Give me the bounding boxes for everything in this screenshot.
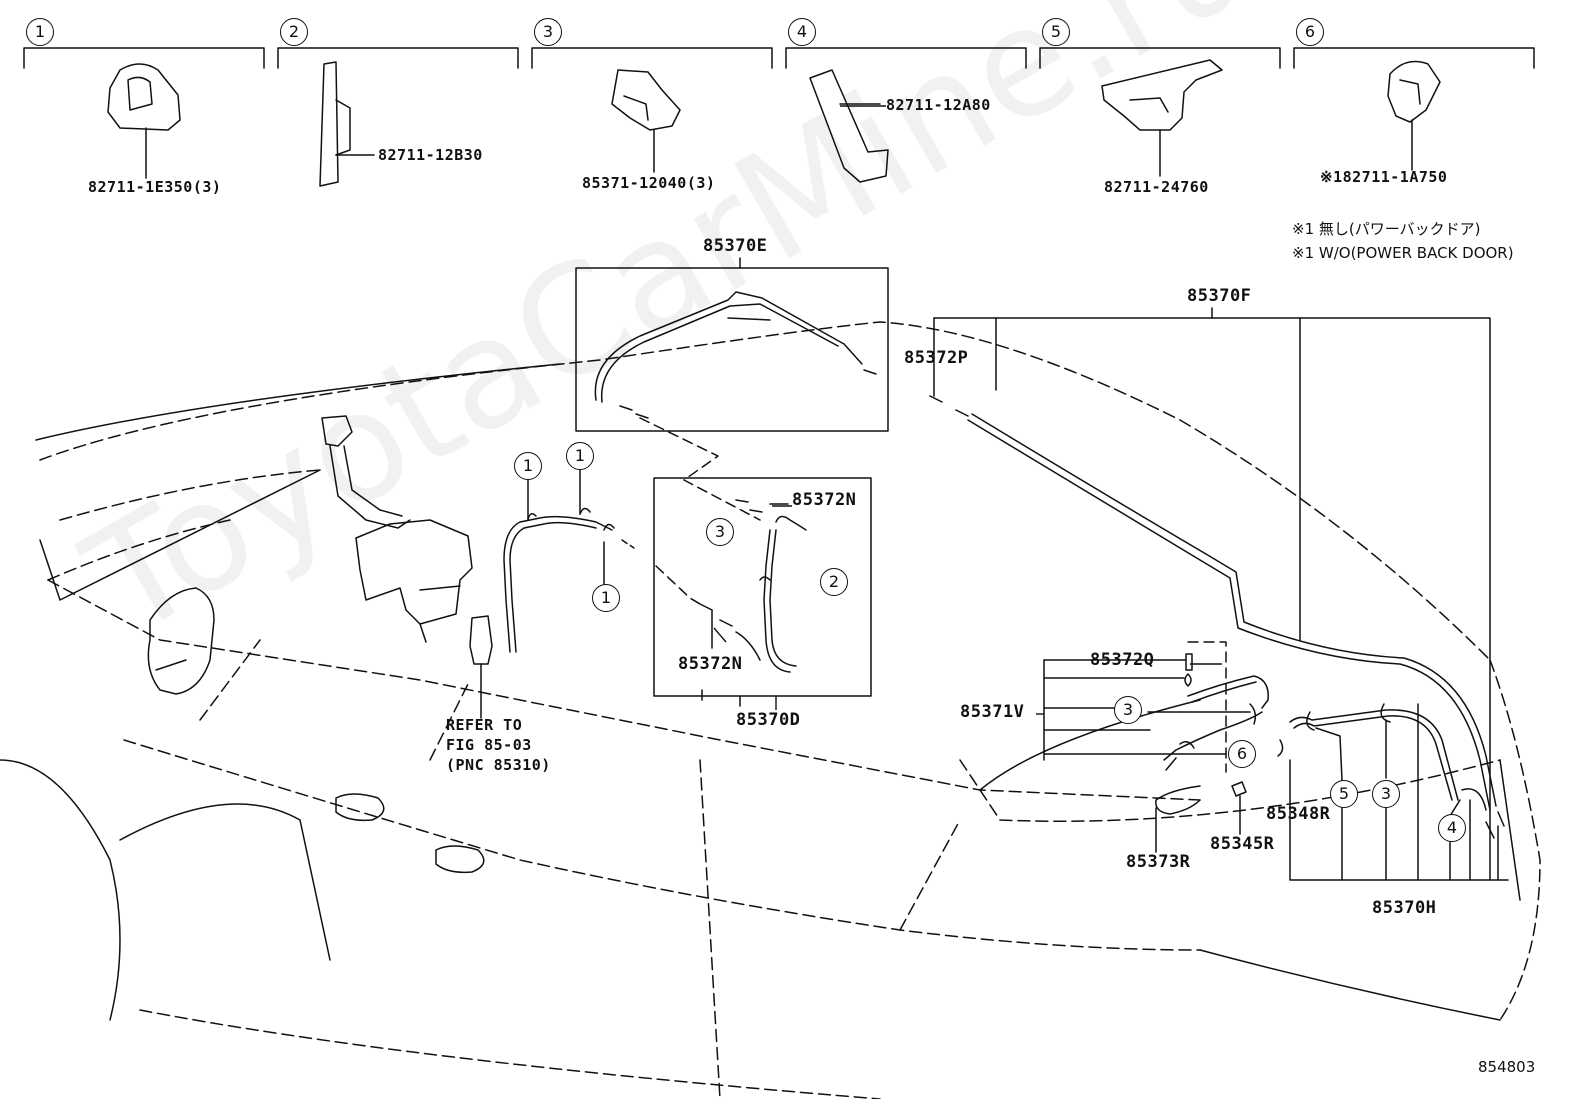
refer-line-2: FIG 85-03 (446, 736, 532, 754)
washer-pump (469, 615, 493, 719)
label-85345R: 85345R (1210, 834, 1275, 854)
box-85370D (653, 477, 872, 707)
legend-number-6: 6 (1296, 18, 1324, 46)
callout-3-c: 3 (1372, 780, 1400, 808)
refer-line-3: (PNC 85310) (446, 756, 551, 774)
legend-part-1: 82711-1E350(3) (88, 178, 222, 196)
callout-1-b: 1 (566, 442, 594, 470)
callout-3-a: 3 (706, 518, 734, 546)
rear-long-hose (929, 395, 1505, 839)
group-85371V (1043, 641, 1269, 773)
label-85372P: 85372P (904, 348, 969, 368)
clip-5-sketch (1101, 59, 1223, 177)
front-hose (503, 467, 635, 653)
callout-2: 2 (820, 568, 848, 596)
box-85370E (575, 257, 889, 432)
clip-3-sketch (611, 69, 681, 173)
clip-1-sketch (107, 63, 181, 179)
legend-part-3: 85371-12040(3) (582, 174, 716, 192)
label-85373R: 85373R (1126, 852, 1191, 872)
label-85370D: 85370D (736, 710, 801, 730)
legend-number-2: 2 (280, 18, 308, 46)
legend-part-6: ※182711-1A750 (1320, 168, 1448, 186)
hose-85373R (1155, 785, 1201, 853)
callout-1-a: 1 (514, 452, 542, 480)
car-body (39, 321, 1541, 1099)
bracket-85370F (933, 307, 1491, 881)
note-jp: ※1 無し(パワーバックドア) (1292, 220, 1481, 238)
legend-number-5: 5 (1042, 18, 1070, 46)
nozzle-85345R (1231, 781, 1247, 835)
legend-number-4: 4 (788, 18, 816, 46)
washer-tank (321, 415, 473, 643)
callout-4: 4 (1438, 814, 1466, 842)
callout-1-c: 1 (592, 584, 620, 612)
figure-id: 854803 (1478, 1058, 1536, 1076)
side-mirror (147, 587, 215, 695)
clip-2-sketch (319, 61, 375, 187)
legend-number-1: 1 (26, 18, 54, 46)
legend-part-4: 82711-12A80 (886, 96, 991, 114)
legend-part-5: 82711-24760 (1104, 178, 1209, 196)
label-85371V: 85371V (960, 702, 1025, 722)
callout-5: 5 (1330, 780, 1358, 808)
label-85370E: 85370E (703, 236, 768, 256)
callout-6: 6 (1228, 740, 1256, 768)
legend-brackets (23, 47, 1535, 69)
label-85372N-bottom: 85372N (678, 654, 743, 674)
label-85370F: 85370F (1187, 286, 1252, 306)
callout-3-b: 3 (1114, 696, 1142, 724)
connect-e-d (639, 417, 761, 521)
label-85370H: 85370H (1372, 898, 1437, 918)
group-85370H (1277, 703, 1509, 881)
note-en: ※1 W/O(POWER BACK DOOR) (1292, 244, 1514, 262)
refer-line-1: REFER TO (446, 716, 523, 734)
label-85372N-top: 85372N (792, 490, 857, 510)
clip-4-sketch (809, 69, 889, 183)
legend-number-3: 3 (534, 18, 562, 46)
legend-part-2: 82711-12B30 (378, 146, 483, 164)
car-solid (0, 363, 1521, 1021)
label-85348R: 85348R (1266, 804, 1331, 824)
label-85372Q: 85372Q (1090, 650, 1155, 670)
clip-6-sketch (1387, 60, 1441, 171)
